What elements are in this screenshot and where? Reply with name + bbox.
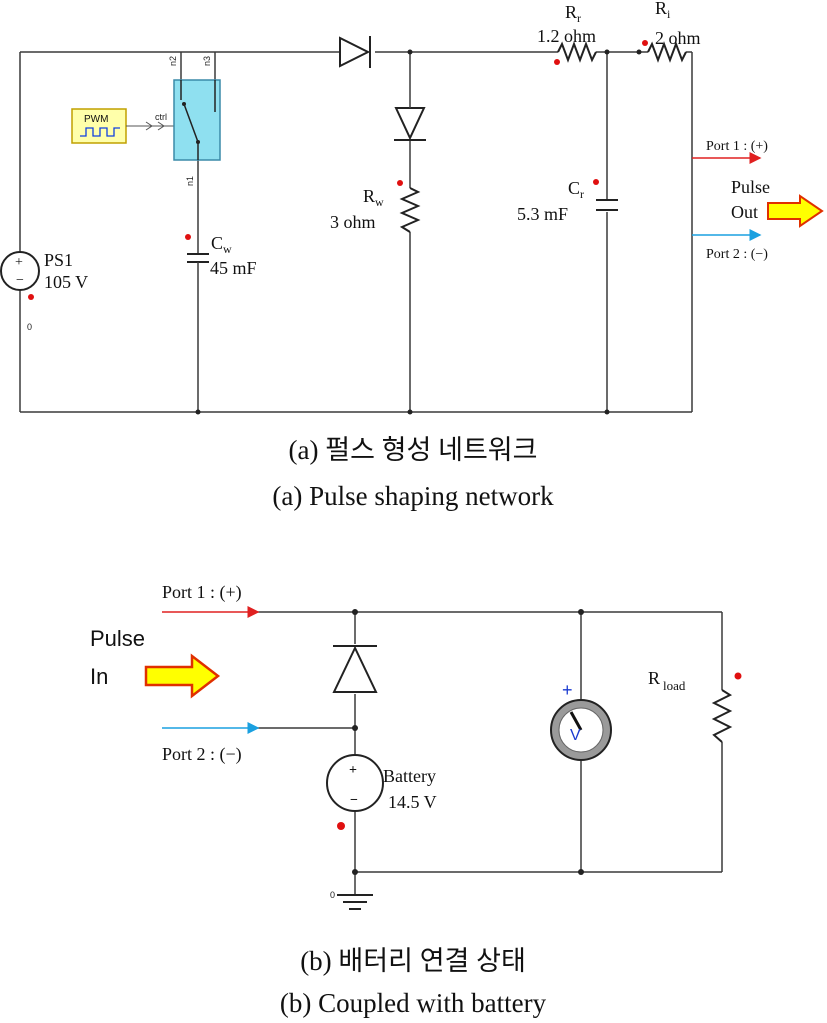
switch-ctrl-label: ctrl <box>155 112 167 122</box>
rr-name: Rr <box>565 2 581 25</box>
switch-blade-icon <box>183 103 199 143</box>
rr-marker-dot <box>554 59 560 65</box>
ps1-marker-dot <box>28 294 34 300</box>
cr-value: 5.3 mF <box>517 204 568 224</box>
figure-b-junctions <box>352 609 584 875</box>
cw-capacitor-icon <box>187 253 209 263</box>
battery-diode-icon <box>332 645 378 693</box>
voltmeter-icon: V + <box>550 680 612 761</box>
caption-b-english: (b) Coupled with battery <box>280 988 547 1018</box>
switch-n1-label: n1 <box>185 176 195 186</box>
rr-resistor-icon <box>557 41 597 63</box>
figure-b-coupled-with-battery: Port 1 : (+) Port 2 : (−) Pulse In + − B… <box>90 582 742 1018</box>
battery-value: 14.5 V <box>388 792 437 812</box>
caption-b-korean: (b) 배터리 연결 상태 <box>300 946 526 976</box>
port1-label-b: Port 1 : (+) <box>162 582 242 603</box>
pulse-out-label-line1: Pulse <box>731 177 770 197</box>
rload-marker-dot <box>734 672 742 680</box>
pulse-in-label-line1: Pulse <box>90 626 145 651</box>
cw-name: Cw <box>211 233 232 256</box>
pwm-block: PWM <box>71 108 127 144</box>
switch-n3-label: n3 <box>202 56 212 66</box>
figure-b-wires <box>258 611 723 895</box>
battery-name: Battery <box>383 766 436 786</box>
cw-value: 45 mF <box>210 258 257 278</box>
caption-a-korean: (a) 펄스 형성 네트워크 <box>289 435 538 465</box>
vertical-diode-icon <box>394 107 426 141</box>
battery-icon: + − <box>326 754 384 812</box>
battery-marker-dot <box>337 822 345 830</box>
cr-capacitor-icon <box>596 199 618 211</box>
cr-name: Cr <box>568 178 584 201</box>
ps1-ground-node-label: 0 <box>27 322 32 332</box>
voltmeter-symbol: V <box>570 727 581 744</box>
pulse-in-label-line2: In <box>90 664 108 689</box>
cr-marker-dot <box>593 179 599 185</box>
svg-text:+: + <box>562 680 573 700</box>
pwm-label: PWM <box>84 114 108 125</box>
rw-marker-dot <box>397 180 403 186</box>
ground-node-label: 0 <box>330 890 335 900</box>
svg-text:+: + <box>15 255 23 270</box>
ps1-voltage-source-icon: + − <box>0 251 40 291</box>
svg-text:−: − <box>350 793 358 808</box>
figure-a-pulse-shaping-network: + − PS1 105 V 0 PWM ctrl n2 n3 n1 <box>0 0 824 511</box>
switch-n2-label: n2 <box>168 56 178 66</box>
cw-marker-dot <box>185 234 191 240</box>
pulse-out-label-line2: Out <box>731 202 758 222</box>
svg-text:+: + <box>349 763 357 778</box>
svg-text:−: − <box>16 273 24 288</box>
figure-a-wires <box>19 51 693 413</box>
pwm-waveform-icon <box>80 127 120 137</box>
ri-resistor-icon <box>647 41 687 63</box>
rw-name: Rw <box>363 186 384 209</box>
rw-resistor-icon <box>399 187 421 233</box>
ri-value: 2 ohm <box>655 28 701 48</box>
port2-label-b: Port 2 : (−) <box>162 744 242 765</box>
pulse-in-arrow-icon <box>144 653 221 699</box>
ground-icon <box>337 894 373 910</box>
ri-name: Ri <box>655 0 671 21</box>
port1-label-a: Port 1 : (+) <box>706 139 768 154</box>
ps1-name: PS1 <box>44 250 73 270</box>
rload-resistor-icon <box>711 689 733 743</box>
figure-a-junctions <box>195 49 642 415</box>
switch-box <box>173 79 221 161</box>
port2-label-a: Port 2 : (−) <box>706 247 768 262</box>
rw-value: 3 ohm <box>330 212 376 232</box>
rr-value: 1.2 ohm <box>537 26 596 46</box>
pulse-out-arrow-icon <box>767 194 824 228</box>
ri-marker-dot <box>642 40 648 46</box>
ps1-value: 105 V <box>44 272 88 292</box>
series-diode-icon <box>339 36 371 68</box>
caption-a-english: (a) Pulse shaping network <box>272 481 554 511</box>
